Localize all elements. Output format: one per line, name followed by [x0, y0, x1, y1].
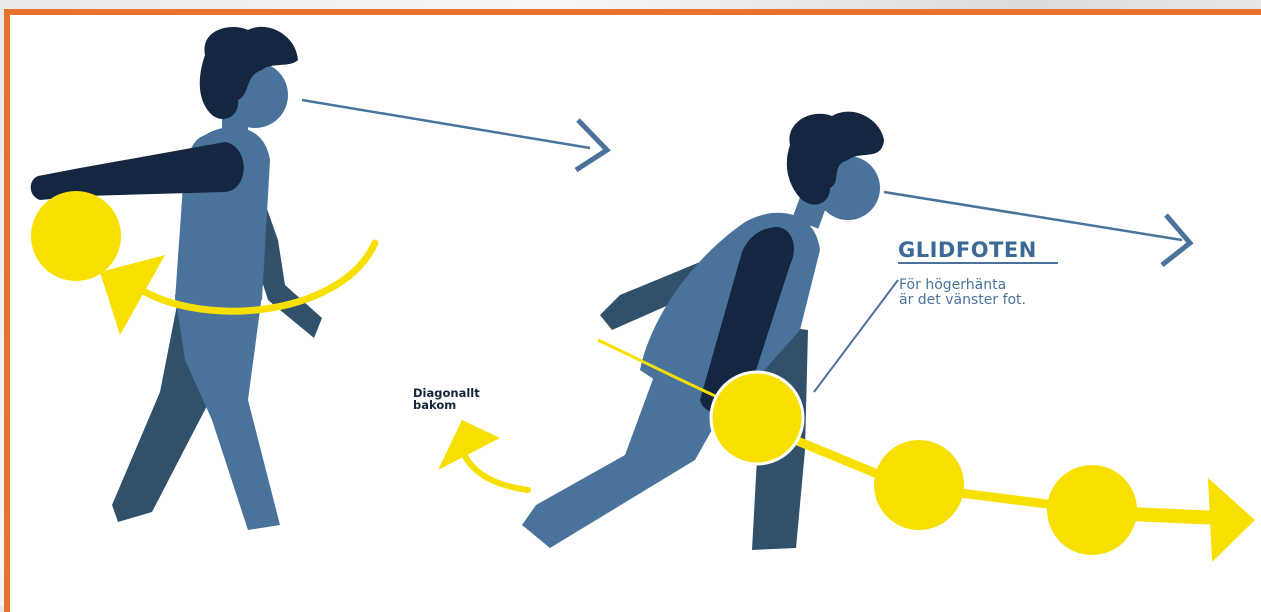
figure1-front-arm — [31, 142, 244, 200]
ball-path-arrow — [795, 440, 1255, 562]
figure2-ball — [711, 372, 803, 464]
subtitle-line-1: För högerhänta — [899, 278, 1026, 293]
ball-position-2 — [874, 440, 964, 530]
ball-position-3 — [1047, 465, 1137, 555]
figure-sliding — [522, 112, 884, 550]
subtitle-line-2: är det vänster fot. — [899, 293, 1026, 308]
gaze-arrow-1 — [302, 100, 607, 170]
diagonal-label: Diagonallt bakom — [413, 387, 503, 411]
glidfoten-title: GLIDFOTEN — [898, 238, 1037, 262]
diagonal-back-arrow — [438, 420, 528, 490]
glidfoten-subtitle: För högerhänta är det vänster fot. — [899, 278, 1026, 308]
diagonal-line-2: bakom — [413, 399, 503, 411]
figure-standing — [31, 27, 322, 530]
figure1-ball — [31, 191, 121, 281]
